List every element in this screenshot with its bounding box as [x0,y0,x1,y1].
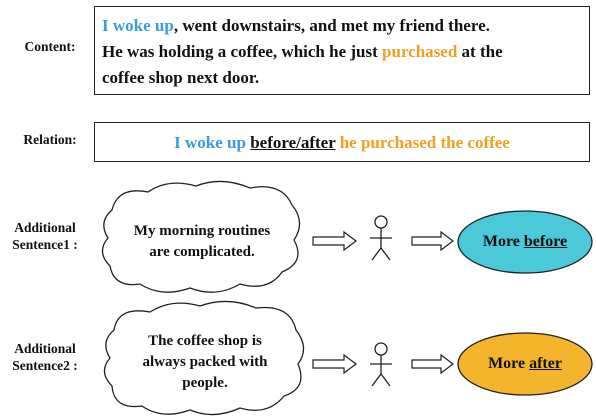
cloud2-line1: The coffee shop is [148,333,262,349]
cloud1-text: My morning routines are complicated. [112,221,292,263]
event2-highlight: purchased [382,42,458,61]
content-box: I woke up, went downstairs, and met my f… [94,6,590,95]
additional2-label-line1: Additional [14,341,76,356]
arrow-cloud1-to-person [312,230,357,252]
additional2-label: Additional Sentence2 : [0,340,90,374]
result-before-keyword: before [523,233,568,250]
content-paragraph: I woke up, went downstairs, and met my f… [102,13,503,91]
arrow-person1-to-result [411,230,454,252]
arrow-person2-to-result [411,353,454,375]
additional1-label-line1: Additional [14,220,76,235]
relation-box: I woke up before/after he purchased the … [94,122,590,162]
content-label: Content: [24,39,76,54]
cloud2-line3: people. [182,375,228,391]
result-oval-after [457,332,593,396]
stick-figure-1 [370,215,392,261]
result-after-keyword: after [529,355,562,372]
result-oval-before [457,210,593,274]
relation-label: Relation: [23,132,77,147]
result-before-prefix: More [482,233,520,250]
relation-connector: before/after [250,133,336,152]
cloud2-text: The coffee shop is always packed with pe… [114,331,296,394]
content-line-3: coffee shop next door. [102,68,260,87]
result-after-prefix: More [488,355,526,372]
thought-cloud-1 [101,180,301,293]
additional1-label-line2: Sentence1 : [12,237,78,252]
relation-sentence: I woke up before/after he purchased the … [95,133,589,153]
content-line-2-end: at the [457,42,503,61]
content-line-2-start: He was holding a coffee, which he just [102,42,383,61]
result-after-label: More after [458,355,592,373]
thought-cloud-2 [103,300,305,416]
content-line-1-rest: , went downstairs, and met my friend the… [173,16,490,35]
relation-event2: he purchased the coffee [339,133,510,152]
additional1-label: Additional Sentence1 : [0,219,90,253]
relation-event1: I woke up [174,133,246,152]
cloud2-line2: always packed with [142,354,268,370]
content-line-1: I woke up, went downstairs, and met my f… [102,13,503,39]
event1-highlight: I woke up [102,16,174,35]
stick-figure-2 [370,342,392,387]
result-before-label: More before [458,233,592,251]
cloud1-line1: My morning routines [133,223,271,239]
content-line-2: He was holding a coffee, which he just p… [102,39,503,65]
cloud1-line2: are complicated. [149,244,255,260]
arrow-cloud2-to-person [312,353,357,375]
additional2-label-line2: Sentence2 : [12,358,78,373]
